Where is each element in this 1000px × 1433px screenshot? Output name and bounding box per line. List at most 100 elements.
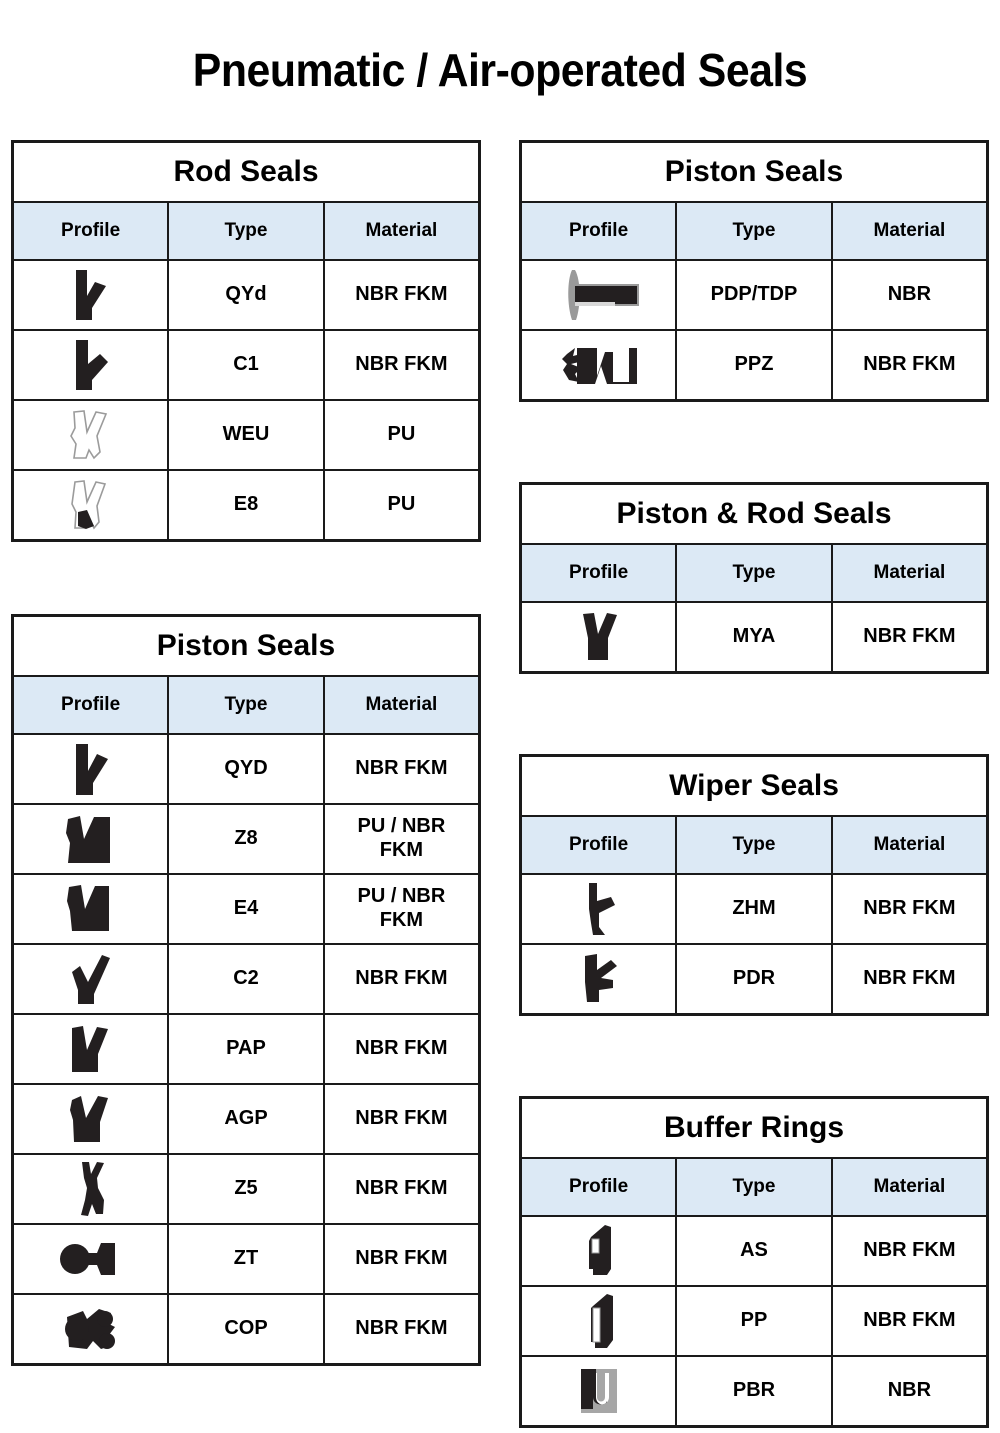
column-gap (519, 1016, 989, 1096)
material-value: NBR FKM (830, 328, 989, 402)
table-title-piston-seals-left: Piston Seals (12, 615, 480, 677)
column-gap (11, 542, 481, 614)
profile-seal-zt-icon (11, 1222, 170, 1295)
type-value: Z5 (167, 1152, 325, 1225)
type-value: PDP/TDP (675, 258, 833, 331)
type-value: Z8 (167, 802, 325, 875)
table-piston-seals-right: Piston Seals Profile Type Material (519, 139, 989, 402)
table-buffer-rings: Buffer Rings Profile Type Material (519, 1095, 989, 1428)
profile-seal-pap-icon (11, 1012, 170, 1085)
column-header-profile: Profile (519, 814, 678, 875)
column-header-type: Type (675, 542, 833, 603)
table-row: ZT NBR FKM (11, 1222, 481, 1295)
type-value: E8 (167, 468, 325, 542)
table-row: Z8 PU / NBR FKM (11, 802, 481, 875)
type-value: ZT (167, 1222, 325, 1295)
type-value: COP (167, 1292, 325, 1366)
material-value: NBR FKM (322, 1082, 481, 1155)
type-value: C1 (167, 328, 325, 401)
page-title: Pneumatic / Air-operated Seals (192, 43, 808, 96)
material-value: NBR FKM (322, 1222, 481, 1295)
type-value: WEU (167, 398, 325, 471)
material-value: NBR FKM (322, 1152, 481, 1225)
column-header-material: Material (830, 200, 989, 261)
table-title-piston-rod-seals: Piston & Rod Seals (520, 483, 988, 545)
material-value: NBR FKM (322, 1292, 481, 1366)
table-rod-seals: Rod Seals Profile Type Material (11, 139, 481, 542)
profile-seal-pdp-tdp-icon (519, 258, 678, 331)
material-value: NBR FKM (322, 328, 481, 401)
profile-seal-agp-icon (11, 1082, 170, 1155)
type-value: AS (675, 1214, 833, 1287)
profile-seal-e8-outline-icon (11, 468, 170, 542)
table-row: E4 PU / NBR FKM (11, 872, 481, 945)
material-value: NBR FKM (322, 1012, 481, 1085)
table-row: WEU PU (11, 398, 481, 471)
profile-seal-qyd-rod-icon (11, 258, 170, 331)
profile-seal-pp-icon (519, 1284, 678, 1357)
left-column: Rod Seals Profile Type Material (11, 139, 481, 1366)
table-row: QYD NBR FKM (11, 732, 481, 805)
profile-seal-z5-icon (11, 1152, 170, 1225)
type-value: QYd (167, 258, 325, 331)
table-row: C1 NBR FKM (11, 328, 481, 401)
column-header-material: Material (830, 814, 989, 875)
table-title-buffer-rings: Buffer Rings (520, 1097, 988, 1159)
column-header-type: Type (675, 814, 833, 875)
table-columns: Rod Seals Profile Type Material (0, 139, 1000, 1428)
material-value: NBR FKM (322, 942, 481, 1015)
table-row: PAP NBR FKM (11, 1012, 481, 1085)
table-row: E8 PU (11, 468, 481, 542)
material-value: PU / NBR FKM (322, 872, 481, 945)
table-row: AS NBR FKM (519, 1214, 989, 1287)
table-row: AGP NBR FKM (11, 1082, 481, 1155)
type-value: ZHM (675, 872, 833, 945)
profile-seal-mya-icon (519, 600, 678, 674)
profile-seal-z8-icon (11, 802, 170, 875)
profile-seal-qyd-icon (11, 732, 170, 805)
table-piston-rod-seals: Piston & Rod Seals Profile Type Material (519, 481, 989, 674)
type-value: QYD (167, 732, 325, 805)
table-title-rod-seals: Rod Seals (12, 141, 480, 203)
column-header-material: Material (830, 1156, 989, 1217)
type-value: PDR (675, 942, 833, 1016)
profile-seal-zhm-icon (519, 872, 678, 945)
right-column: Piston Seals Profile Type Material (519, 139, 989, 1428)
column-header-material: Material (830, 542, 989, 603)
material-value: PU (322, 468, 481, 542)
table-row: COP NBR FKM (11, 1292, 481, 1366)
material-value: PU (322, 398, 481, 471)
type-value: C2 (167, 942, 325, 1015)
table-row: Z5 NBR FKM (11, 1152, 481, 1225)
profile-seal-c1-icon (11, 328, 170, 401)
column-gap (519, 674, 989, 754)
column-header-profile: Profile (519, 200, 678, 261)
type-value: MYA (675, 600, 833, 674)
seal-catalog-page: Pneumatic / Air-operated Seals Rod Seals… (0, 30, 1000, 1433)
material-value: NBR FKM (830, 1284, 989, 1357)
profile-seal-c2-icon (11, 942, 170, 1015)
profile-seal-cop-icon (11, 1292, 170, 1366)
material-value: NBR (830, 258, 989, 331)
profile-seal-pbr-icon (519, 1354, 678, 1428)
column-header-type: Type (675, 1156, 833, 1217)
material-value: PU / NBR FKM (322, 802, 481, 875)
type-value: PBR (675, 1354, 833, 1428)
column-header-type: Type (675, 200, 833, 261)
table-row: QYd NBR FKM (11, 258, 481, 331)
column-header-profile: Profile (519, 542, 678, 603)
column-header-material: Material (322, 674, 481, 735)
material-value: NBR FKM (830, 872, 989, 945)
material-value: NBR FKM (322, 258, 481, 331)
column-header-type: Type (167, 200, 325, 261)
table-title-piston-seals-right: Piston Seals (520, 141, 988, 203)
type-value: E4 (167, 872, 325, 945)
material-value: NBR FKM (830, 600, 989, 674)
type-value: PP (675, 1284, 833, 1357)
column-header-material: Material (322, 200, 481, 261)
table-row: C2 NBR FKM (11, 942, 481, 1015)
profile-seal-pdr-icon (519, 942, 678, 1016)
table-piston-seals-left: Piston Seals Profile Type Material (11, 613, 481, 1366)
type-value: PAP (167, 1012, 325, 1085)
table-row: PP NBR FKM (519, 1284, 989, 1357)
